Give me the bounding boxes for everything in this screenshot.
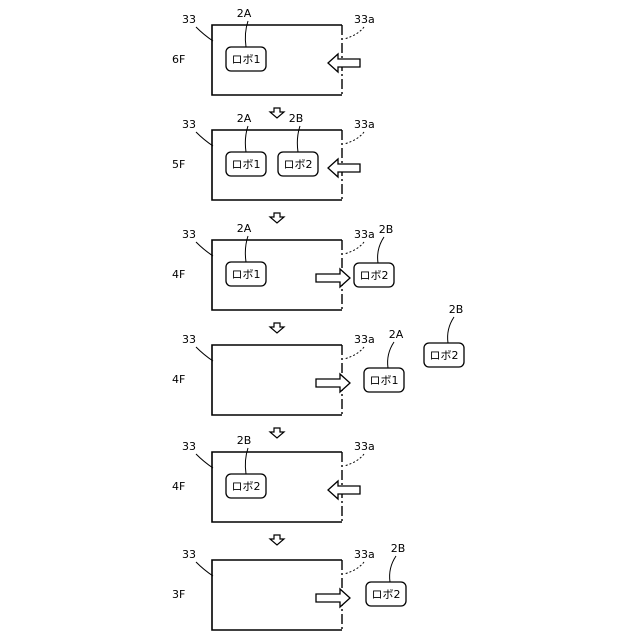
arrow-down-icon: [270, 213, 284, 223]
car-reference: 33: [182, 118, 196, 131]
stage: 4F 33 33a ロボ1 2A ロボ2 2B: [172, 222, 394, 310]
door-reference: 33a: [354, 118, 375, 131]
arrow-down-icon: [270, 428, 284, 438]
robot-leader-line: [388, 342, 394, 368]
arrow-down-icon: [270, 535, 284, 545]
door-leader-line: [344, 347, 364, 359]
car-leader-line: [196, 27, 213, 41]
arrow-right-icon: [316, 374, 350, 392]
arrow-left-icon: [328, 54, 360, 72]
door-leader-line: [344, 27, 364, 39]
car-reference: 33: [182, 228, 196, 241]
car-leader-line: [196, 132, 213, 146]
robot-reference: 2B: [237, 434, 252, 447]
robot-label: ロボ2: [360, 269, 389, 282]
door-reference: 33a: [354, 13, 375, 26]
stage: 6F 33 33a ロボ1 2A: [172, 7, 375, 95]
stage: 4F 33 33a ロボ2 2B: [172, 434, 375, 522]
door-leader-line: [344, 454, 364, 466]
stage: 5F 33 33a ロボ1 2A ロボ2 2B: [172, 112, 375, 200]
robot-reference: 2A: [389, 328, 404, 341]
floor-label: 6F: [172, 53, 185, 66]
floor-label: 5F: [172, 158, 185, 171]
car-reference: 33: [182, 548, 196, 561]
arrow-right-icon: [316, 269, 350, 287]
robot-reference: 2A: [237, 7, 252, 20]
floor-label: 4F: [172, 268, 185, 281]
stage: 4F 33 33a ロボ1 2A ロボ2 2B: [172, 303, 464, 415]
floor-label: 3F: [172, 588, 185, 601]
stages-layer: 6F 33 33a ロボ1 2A 5F 33 33a ロボ1 2A ロボ2 2B 4F 33 33a ロボ1 2…: [172, 7, 464, 630]
car-reference: 33: [182, 13, 196, 26]
arrow-down-icon: [270, 108, 284, 118]
door-reference: 33a: [354, 333, 375, 346]
floor-label: 4F: [172, 480, 185, 493]
car-leader-line: [196, 562, 213, 576]
robot-label: ロボ1: [232, 268, 261, 281]
robot-leader-line: [390, 556, 396, 582]
door-reference: 33a: [354, 228, 375, 241]
robot-label: ロボ2: [232, 480, 261, 493]
floor-label: 4F: [172, 373, 185, 386]
robot-leader-line: [378, 237, 384, 263]
robot-reference: 2B: [289, 112, 304, 125]
door-reference: 33a: [354, 548, 375, 561]
car-leader-line: [196, 454, 213, 468]
stage: 3F 33 33a ロボ2 2B: [172, 542, 406, 630]
robot-reference: 2B: [449, 303, 464, 316]
car-reference: 33: [182, 440, 196, 453]
robot-label: ロボ1: [232, 158, 261, 171]
robot-label: ロボ2: [430, 349, 459, 362]
robot-reference: 2B: [379, 223, 394, 236]
robot-label: ロボ1: [232, 53, 261, 66]
door-reference: 33a: [354, 440, 375, 453]
car-reference: 33: [182, 333, 196, 346]
car-leader-line: [196, 242, 213, 256]
arrow-left-icon: [328, 481, 360, 499]
robot-label: ロボ2: [284, 158, 313, 171]
door-leader-line: [344, 242, 364, 254]
robot-reference: 2B: [391, 542, 406, 555]
robot-label: ロボ2: [372, 588, 401, 601]
robot-leader-line: [448, 317, 454, 343]
door-leader-line: [344, 562, 364, 574]
arrow-right-icon: [316, 589, 350, 607]
robot-reference: 2A: [237, 112, 252, 125]
door-leader-line: [344, 132, 364, 144]
robot-label: ロボ1: [370, 374, 399, 387]
arrow-left-icon: [328, 159, 360, 177]
robot-reference: 2A: [237, 222, 252, 235]
car-leader-line: [196, 347, 213, 361]
arrow-down-icon: [270, 323, 284, 333]
